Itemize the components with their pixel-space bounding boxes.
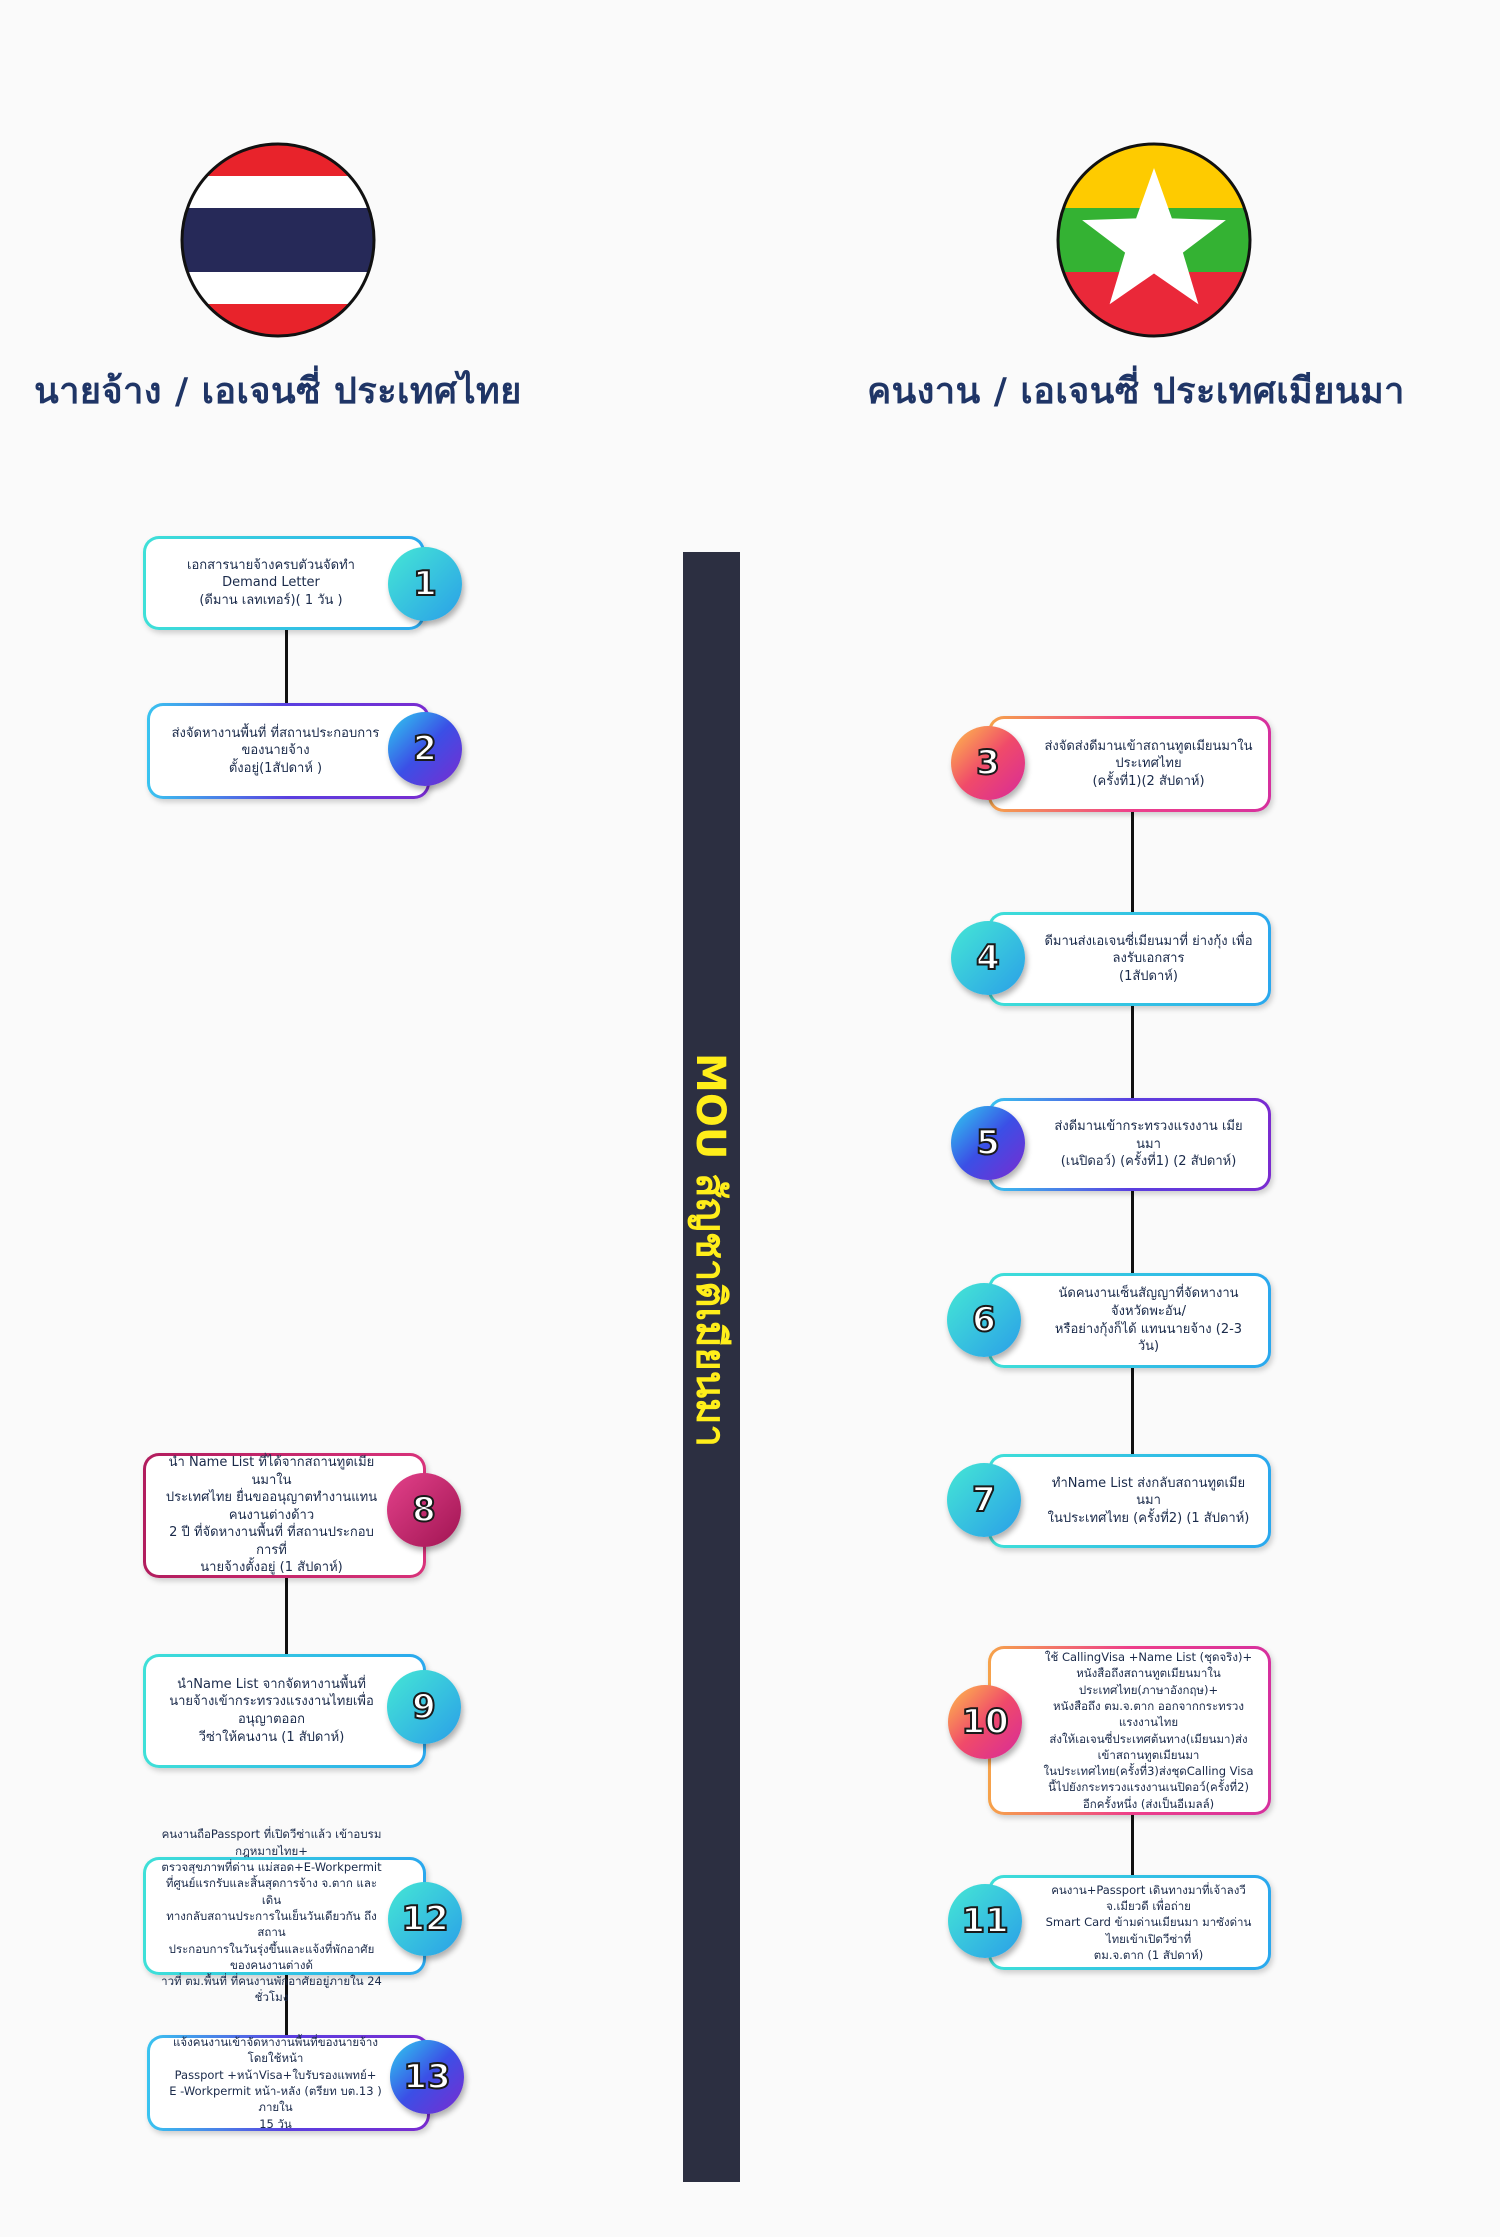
step-6-badge: 6 bbox=[947, 1283, 1021, 1357]
step-12-card: คนงานถือPassport ที่เปิดวีซ่าแล้ว เข้าอบ… bbox=[143, 1827, 426, 2004]
step-2-card: ส่งจัดหางานพื้นที่ ที่สถานประกอบการของนา… bbox=[147, 703, 430, 799]
step-10-text: ใช้ CallingVisa +Name List (ชุดจริง)+ หน… bbox=[991, 1649, 1268, 1812]
step-2-badge: 2 bbox=[388, 712, 462, 786]
step-7-badge: 7 bbox=[947, 1463, 1021, 1537]
step-9-text: นำName List จากจัดหางานพื้นที่ นายจ้างเข… bbox=[146, 1657, 423, 1765]
step-11-badge: 11 bbox=[948, 1884, 1022, 1958]
connector-6-7 bbox=[1131, 1368, 1134, 1454]
step-1-card: เอกสารนายจ้างครบตัวนจัดทำ Demand Letter … bbox=[143, 536, 425, 630]
connector-3-4 bbox=[1131, 812, 1134, 912]
step-3-card: ส่งจัดส่งดีมานเข้าสถานทูตเมียนมาในประเทศ… bbox=[988, 716, 1271, 812]
step-3-text: ส่งจัดส่งดีมานเข้าสถานทูตเมียนมาในประเทศ… bbox=[991, 719, 1268, 809]
center-divider-bar bbox=[683, 552, 740, 2182]
step-4-card: ดีมานส่งเอเจนซี่เมียนมาที่ ย่างกุ้ง เพื่… bbox=[988, 912, 1271, 1006]
myanmar-flag bbox=[1056, 142, 1252, 338]
step-6-card: นัดคนงานเซ็นสัญญาที่จัดหางานจังหวัดพะอัน… bbox=[988, 1273, 1271, 1368]
step-1-text: เอกสารนายจ้างครบตัวนจัดทำ Demand Letter … bbox=[146, 539, 422, 627]
connector-10-11 bbox=[1131, 1815, 1134, 1875]
step-13-badge: 13 bbox=[390, 2040, 464, 2114]
step-7-card: ทำName List ส่งกลับสถานทูตเมียนมา ในประเ… bbox=[988, 1454, 1271, 1548]
step-11-text: คนงาน+Passport เดินทางมาที่เจ้าลงวี จ.เม… bbox=[991, 1878, 1268, 1967]
step-3-badge: 3 bbox=[951, 726, 1025, 800]
step-5-badge: 5 bbox=[951, 1106, 1025, 1180]
step-13-text: แจ้งคนงานเข้าจัดหางานพื้นที่ของนายจ้าง โ… bbox=[150, 2035, 427, 2131]
step-4-text: ดีมานส่งเอเจนซี่เมียนมาที่ ย่างกุ้ง เพื่… bbox=[991, 915, 1268, 1003]
step-9-badge: 9 bbox=[387, 1670, 461, 1744]
thailand-flag bbox=[180, 142, 376, 338]
step-10-card: ใช้ CallingVisa +Name List (ชุดจริง)+ หน… bbox=[988, 1646, 1271, 1815]
step-6-text: นัดคนงานเซ็นสัญญาที่จัดหางานจังหวัดพะอัน… bbox=[991, 1276, 1268, 1365]
connector-8-9 bbox=[285, 1578, 288, 1654]
step-13-card: แจ้งคนงานเข้าจัดหางานพื้นที่ของนายจ้าง โ… bbox=[147, 2035, 430, 2131]
connector-12-13 bbox=[285, 1975, 288, 2035]
step-4-badge: 4 bbox=[951, 921, 1025, 995]
step-9-card: นำName List จากจัดหางานพื้นที่ นายจ้างเข… bbox=[143, 1654, 426, 1768]
step-8-text: นำ Name List ที่ได้จากสถานทูตเมียนมาใน ป… bbox=[146, 1455, 423, 1575]
thai-side-heading: นายจ้าง / เอเจนซี่ ประเทศไทย bbox=[34, 371, 522, 412]
step-8-badge: 8 bbox=[387, 1473, 461, 1547]
connector-4-5 bbox=[1131, 1006, 1134, 1098]
step-1-badge: 1 bbox=[388, 547, 462, 621]
step-12-badge: 12 bbox=[388, 1882, 462, 1956]
myanmar-side-heading: คนงาน / เอเจนซี่ ประเทศเมียนมา bbox=[867, 371, 1405, 412]
step-12-text: คนงานถือPassport ที่เปิดวีซ่าแล้ว เข้าอบ… bbox=[146, 1827, 423, 2004]
step-2-text: ส่งจัดหางานพื้นที่ ที่สถานประกอบการของนา… bbox=[150, 706, 427, 796]
step-10-badge: 10 bbox=[948, 1685, 1022, 1759]
step-11-card: คนงาน+Passport เดินทางมาที่เจ้าลงวี จ.เม… bbox=[988, 1875, 1271, 1970]
connector-5-6 bbox=[1131, 1191, 1134, 1273]
step-7-text: ทำName List ส่งกลับสถานทูตเมียนมา ในประเ… bbox=[991, 1457, 1268, 1545]
step-8-card: นำ Name List ที่ได้จากสถานทูตเมียนมาใน ป… bbox=[143, 1453, 426, 1578]
connector-1-2 bbox=[285, 630, 288, 704]
step-5-text: ส่งดีมานเข้ากระทรวงแรงงาน เมียนมา (เนปิด… bbox=[991, 1101, 1268, 1188]
center-label: MOU สัญชาติเมียนมา bbox=[687, 1053, 733, 1447]
step-5-card: ส่งดีมานเข้ากระทรวงแรงงาน เมียนมา (เนปิด… bbox=[988, 1098, 1271, 1191]
